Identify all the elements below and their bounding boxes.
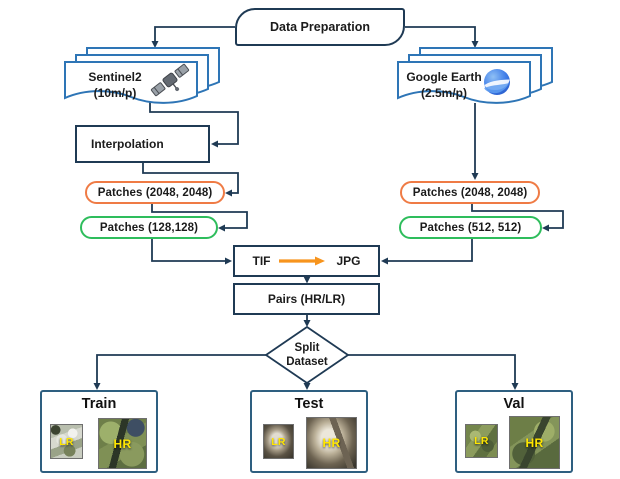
test-lr-image: LR [263,424,294,459]
patches-left-large-node: Patches (2048, 2048) [85,181,225,204]
train-hr-image: HR [98,418,147,469]
split-dataset-node: Split Dataset [272,341,342,369]
tif-label: TIF [252,254,271,268]
val-hr-tag: HR [525,435,544,450]
googleearth-label-line1: Google Earth [406,70,482,84]
edge-dataprep-to-sentinel2 [151,26,235,48]
satellite-icon [150,63,190,97]
split-label-line2: Dataset [286,356,328,368]
train-lr-tag: LR [59,435,74,448]
interpolation-node: Interpolation [75,125,210,163]
edge-patches-left-small-to-tif [151,239,232,265]
data-preparation-node: Data Preparation [235,8,405,46]
train-title: Train [81,396,117,412]
val-lr-tag: LR [474,435,489,447]
train-hr-tag: HR [113,436,132,451]
jpg-label: JPG [336,254,361,268]
patches-right-large-node: Patches (2048, 2048) [400,181,540,204]
test-hr-tag: HR [322,436,341,450]
patches-left-small-node: Patches (128,128) [80,216,218,239]
patches-left-small-label: Patches (128,128) [99,221,199,234]
val-title: Val [503,396,525,412]
sentinel2-label-line1: Sentinel2 [88,70,142,84]
patches-right-large-label: Patches (2048, 2048) [412,186,528,199]
patches-left-large-label: Patches (2048, 2048) [97,186,213,199]
edge-patches-left-large-to-small [151,204,248,232]
test-lr-tag: LR [271,435,286,448]
data-preparation-label: Data Preparation [269,20,371,34]
googleearth-node: Google Earth (2.5m/p) [400,69,488,101]
patches-right-small-label: Patches (512, 512) [419,221,522,234]
split-dataset-diamond [264,325,350,385]
train-set-box: Train LR HR [40,390,158,473]
patches-right-small-node: Patches (512, 512) [399,216,542,239]
val-hr-image: HR [509,416,560,469]
split-label-line1: Split [294,342,320,354]
interpolation-label: Interpolation [91,137,164,151]
edge-patches-right-large-to-small [471,204,564,232]
train-lr-image: LR [50,424,83,459]
conversion-arrow-icon [279,256,326,266]
val-lr-image: LR [465,424,498,458]
googleearth-label-line2: (2.5m/p) [420,86,467,100]
test-title: Test [294,396,324,412]
edge-sentinel2-to-interpolation [149,101,239,148]
pairs-node: Pairs (HR/LR) [233,283,380,315]
sentinel2-node: Sentinel2 (10m/p) [70,69,160,101]
edge-dataprep-to-googleearth [405,26,479,48]
pairs-label: Pairs (HR/LR) [267,292,346,306]
edge-split-to-train [93,354,267,390]
tif-jpg-conversion-node: TIF JPG [233,245,380,277]
edge-interpolation-to-patches-left-large [142,163,239,197]
val-set-box: Val LR HR [455,390,573,473]
globe-icon [484,69,510,95]
test-hr-image: HR [306,417,357,469]
edge-split-to-val [348,354,519,390]
sentinel2-label-line2: (10m/p) [93,86,137,100]
test-set-box: Test LR HR [250,390,368,473]
edge-patches-right-small-to-tif [381,239,473,265]
